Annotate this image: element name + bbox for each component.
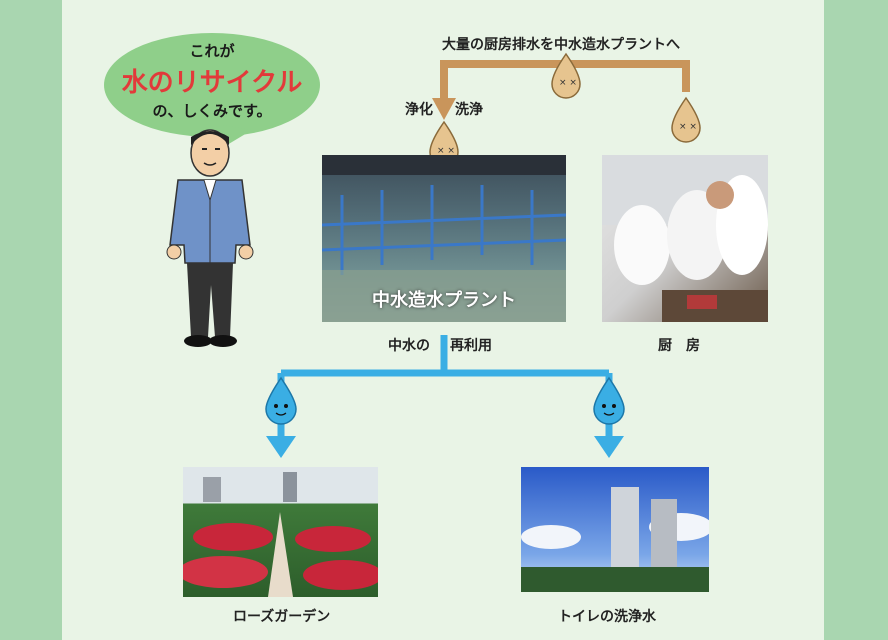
reuse-path [281, 335, 609, 373]
reuse-label-1: 中水の [388, 335, 430, 355]
garden-caption: ローズガーデン [233, 606, 330, 626]
wash-label: 洗浄 [455, 99, 483, 119]
bubble-title: 水のリサイクル [102, 62, 322, 99]
toilet-caption: トイレの洗浄水 [558, 606, 656, 626]
kitchen-caption: 厨 房 [658, 335, 700, 355]
clean-drop-toilet-icon [589, 376, 629, 426]
toilet-photo [521, 467, 709, 592]
plant-photo-label: 中水造水プラント [322, 286, 566, 312]
clean-drop-icon [261, 376, 301, 426]
dirty-drop-icon: × × [546, 52, 586, 100]
worker-figure-icon [160, 125, 260, 355]
bubble-line-1: これが [102, 40, 322, 61]
bubble-line-3: の、しくみです。 [102, 100, 322, 121]
flow-top-label: 大量の厨房排水を中水造水プラントへ [442, 34, 680, 54]
arrow-to-toilet [594, 436, 624, 458]
dirty-water-arrowhead [432, 98, 456, 120]
svg-text:× ×: × × [559, 78, 577, 88]
arrow-to-garden [266, 436, 296, 458]
reuse-label-2: 再利用 [450, 335, 492, 355]
speech-bubble: これが 水のリサイクル の、しくみです。 [102, 30, 322, 140]
purify-label: 浄化 [405, 99, 433, 119]
garden-photo [183, 467, 378, 597]
kitchen-photo [602, 155, 768, 322]
dirty-drop-kitchen-icon: × × [666, 96, 706, 144]
plant-photo: 中水造水プラント [322, 155, 566, 322]
svg-text:× ×: × × [679, 122, 697, 132]
